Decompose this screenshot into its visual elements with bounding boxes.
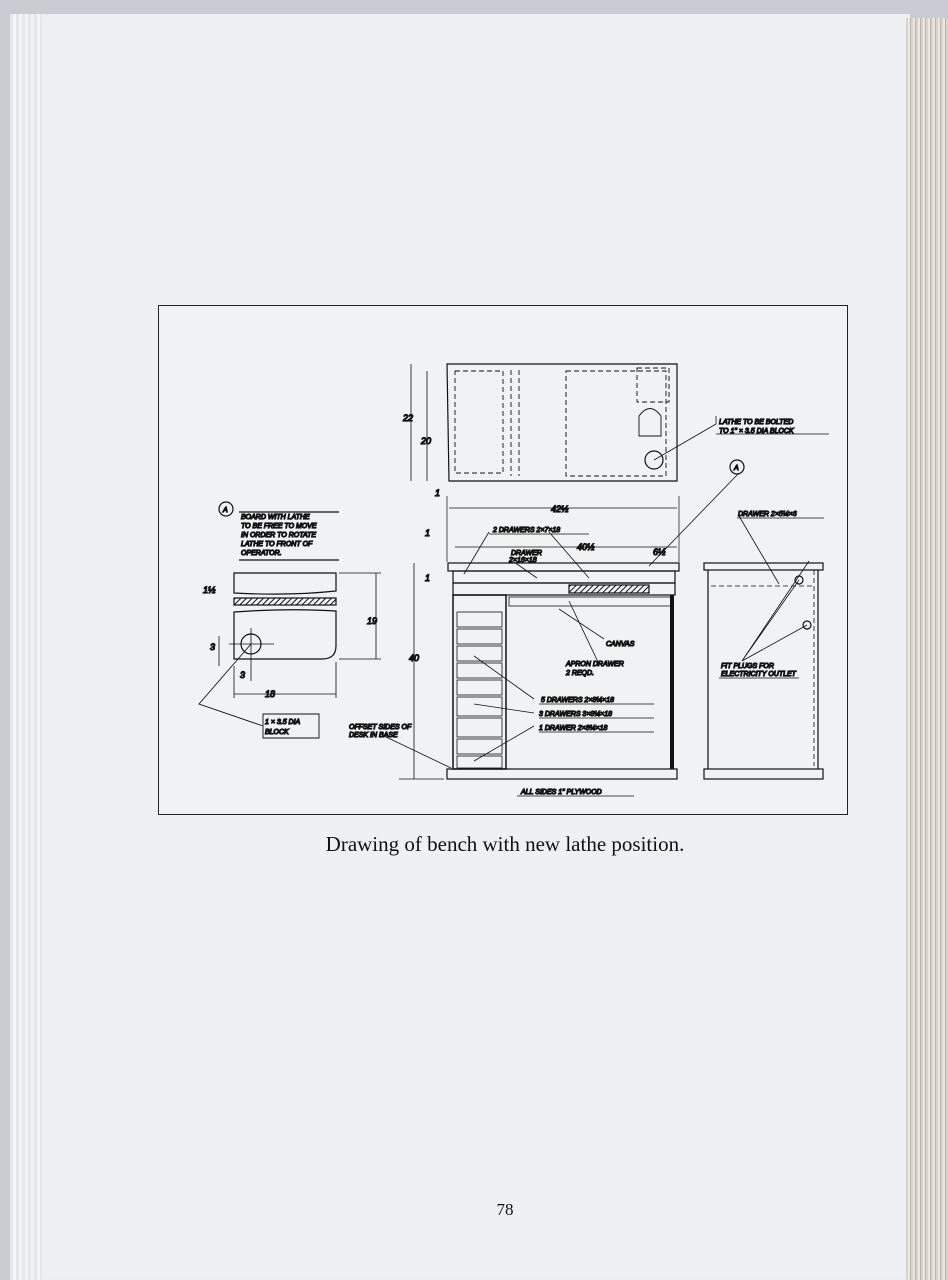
- dim-40v: 40: [409, 653, 419, 663]
- canvas-label: CANVAS: [606, 641, 635, 648]
- drawer-1-label: 1 DRAWER 2×8¼×18: [539, 725, 607, 732]
- dim-40h: 40½: [577, 542, 595, 552]
- block-note: BLOCK: [265, 729, 289, 736]
- offset-note: OFFSET SIDES OF: [349, 724, 412, 731]
- drawer-16-label: DRAWER: [511, 550, 542, 557]
- dim-42: 42½: [551, 504, 569, 514]
- note-line: LATHE TO FRONT OF: [241, 541, 313, 548]
- drawers-5-label: 5 DRAWERS 2×8¼×18: [541, 697, 614, 704]
- offset-note: DESK IN BASE: [349, 732, 398, 739]
- apron-label: 2 REQD.: [565, 670, 594, 677]
- lathe-note: LATHE TO BE BOLTED: [719, 419, 793, 426]
- plywood-note: ALL SIDES 1" PLYWOOD: [520, 789, 602, 796]
- note-line: OPERATOR.: [241, 550, 282, 557]
- page-edges: [906, 18, 948, 1280]
- dim-circle-v: 3: [210, 642, 215, 652]
- dim-20: 20: [420, 436, 431, 446]
- note-line: IN ORDER TO ROTATE: [241, 532, 316, 539]
- figure-caption: Drawing of bench with new lathe position…: [325, 832, 685, 856]
- drawers-3-label: 3 DRAWERS 3×8¼×18: [539, 711, 612, 718]
- callout-a-circle: [218, 501, 234, 517]
- apron-label: APRON DRAWER: [565, 661, 624, 668]
- dim-1: 1: [435, 488, 440, 498]
- top-view: 22 20 1 LATHE TO BE BOLTED TO 1" × 3.5 D…: [401, 363, 829, 499]
- page-gutter: [10, 14, 42, 1280]
- side-drawer-label: DRAWER 2×5¼×6: [738, 511, 797, 518]
- callout-a: A: [222, 507, 228, 514]
- dim-6: 6½: [653, 547, 666, 557]
- lathe-board-detail: BOARD WITH LATHE TO BE FREE TO MOVE IN O…: [198, 501, 381, 739]
- lathe-note: TO 1" × 3.5 DIA BLOCK: [719, 428, 794, 435]
- note-line: TO BE FREE TO MOVE: [241, 523, 317, 530]
- drawer-16-label: 2×16×18: [508, 557, 537, 564]
- dim-22: 22: [402, 413, 413, 423]
- note-line: BOARD WITH LATHE: [241, 514, 310, 521]
- dim-thickness: 1½: [203, 585, 216, 595]
- bench-drawing-figure: BOARD WITH LATHE TO BE FREE TO MOVE IN O…: [158, 305, 848, 815]
- plugs-label: ELECTRICITY OUTLET: [721, 671, 797, 678]
- page-number: 78: [496, 1200, 514, 1219]
- drawers-2-label: 2 DRAWERS 2×7×18: [492, 527, 560, 534]
- dim-height: 19: [367, 616, 377, 626]
- side-view: DRAWER 2×5¼×6 FIT PLUGS FOR ELECTRICITY …: [703, 510, 824, 780]
- dim-circle-h: 3: [240, 670, 245, 680]
- block-note: 1 × 3.5 DIA: [265, 719, 301, 726]
- dim-1-top: 1: [425, 528, 430, 538]
- dim-1-board: 1: [425, 573, 430, 583]
- front-view: A 42½ 1 40½ 6½ 1 40 2 DRAWERS 2×7×18 DRA…: [348, 459, 745, 797]
- callout-a: A: [733, 465, 739, 472]
- dim-width: 18: [265, 689, 275, 699]
- plugs-label: FIT PLUGS FOR: [721, 663, 774, 670]
